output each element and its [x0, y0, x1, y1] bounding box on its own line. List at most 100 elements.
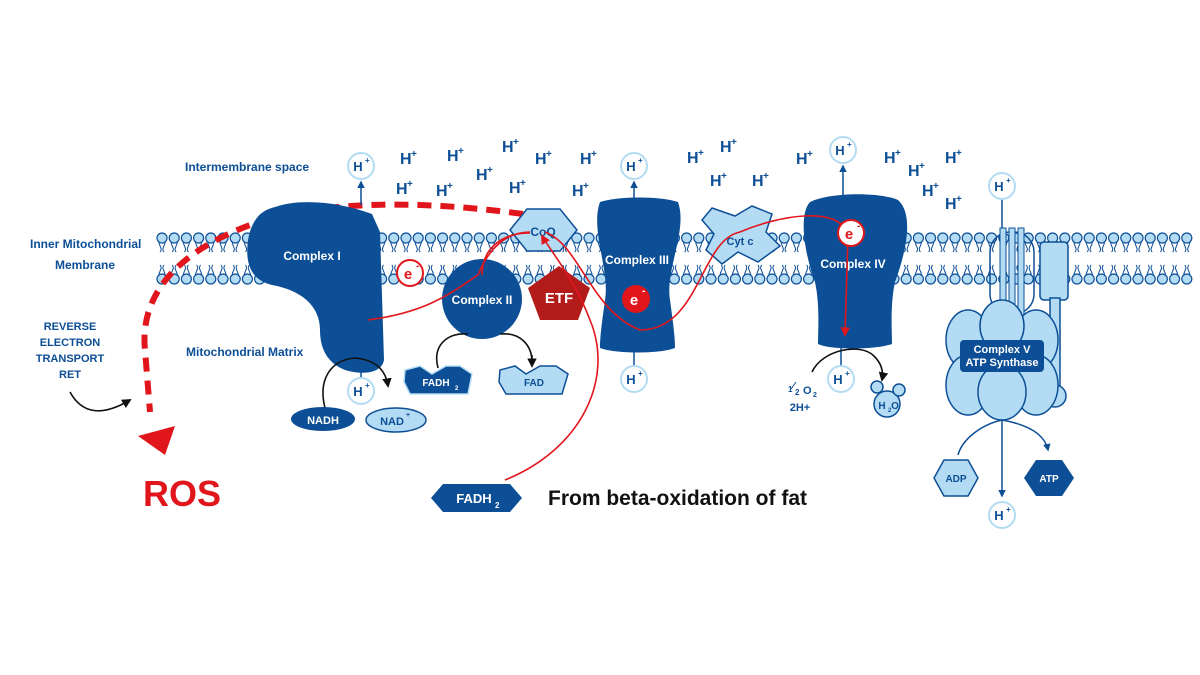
nadh-label: NADH — [307, 415, 339, 427]
proton-charge: + — [513, 137, 519, 148]
lipid-head — [229, 273, 241, 285]
fad-shape — [498, 365, 569, 395]
lipid-head — [193, 273, 205, 285]
lipid-head — [1156, 232, 1169, 244]
proton-label: H — [572, 183, 584, 200]
oxygen-reduction-arrow — [811, 348, 889, 382]
intermembrane-space-label: Intermembrane space — [185, 160, 309, 174]
proton-charge: + — [407, 179, 413, 190]
electron-badge: e - — [396, 259, 424, 287]
lipid-head — [229, 232, 241, 244]
fadh2-shape — [403, 365, 473, 395]
lipid-head — [595, 273, 607, 285]
lipid-head — [790, 273, 803, 285]
adp-label: ADP — [945, 474, 966, 485]
svg-text:+: + — [365, 381, 370, 390]
atp-shape — [1024, 460, 1074, 496]
etf-label: ETF — [545, 290, 573, 307]
proton-charge: + — [698, 148, 704, 159]
lipid-head — [1107, 232, 1120, 244]
proton-label: H — [945, 196, 957, 213]
lipid-head — [912, 273, 925, 285]
svg-text:+: + — [638, 369, 643, 378]
lipid-head — [766, 273, 778, 285]
inner-membrane-label-line2: Membrane — [55, 258, 115, 272]
etf-shape — [528, 266, 590, 320]
lipid-head — [168, 232, 180, 244]
proton-label: H — [884, 150, 896, 167]
lipid-head — [973, 273, 986, 285]
proton-label: H — [908, 163, 920, 180]
fadh2-beta-oxidation-shape — [431, 484, 522, 512]
complex-ii-label: Complex II — [452, 293, 513, 307]
beta-oxidation-label: From beta-oxidation of fat — [548, 487, 807, 510]
svg-text:-: - — [857, 221, 860, 232]
proton-charge: + — [895, 148, 901, 159]
svg-text:+: + — [845, 369, 850, 378]
proton-charge: + — [458, 146, 464, 157]
atp-label: ATP — [1039, 474, 1059, 485]
nad-shape — [365, 407, 427, 433]
nadh-reaction-arrow — [322, 357, 392, 409]
lipid-head — [1144, 273, 1156, 285]
lipid-head — [412, 232, 424, 244]
lipid-head — [180, 232, 192, 244]
lipid-head — [400, 232, 412, 244]
lipid-head — [741, 273, 754, 285]
ros-arrowhead — [138, 426, 175, 455]
svg-text:e: e — [404, 266, 412, 283]
adp-shape — [933, 459, 979, 497]
two-h-label: 2H+ — [790, 402, 811, 414]
lipid-head — [1083, 232, 1095, 244]
proton-charge: + — [956, 194, 962, 205]
proton-matrix-complex-iii: H + — [620, 352, 648, 393]
lipid-head — [778, 232, 790, 244]
proton-charge: + — [807, 149, 813, 160]
lipid-head — [424, 273, 436, 285]
complex-v-label-line2: ATP Synthase — [966, 357, 1039, 369]
svg-text:-: - — [642, 286, 645, 297]
lipid-head — [1132, 232, 1144, 244]
svg-text:2: 2 — [888, 408, 892, 414]
lipid-head — [1168, 232, 1181, 244]
lipid-head — [937, 232, 949, 244]
ret-label-line4: RET — [59, 369, 81, 381]
proton-pump-complex-iv: H + — [829, 136, 857, 196]
lipid-head — [485, 232, 497, 244]
lipid-head — [949, 232, 961, 244]
svg-text:H: H — [878, 401, 885, 412]
proton-pump-complex-iii: H + — [620, 152, 648, 200]
matrix-label: Mitochondrial Matrix — [186, 345, 304, 359]
proton-label: H — [396, 181, 408, 198]
lipid-head — [473, 232, 485, 244]
lipid-head — [729, 273, 742, 285]
fadh2-label: FADH — [422, 378, 449, 389]
lipid-head — [522, 273, 534, 285]
lipid-head — [668, 273, 681, 285]
proton-label: H — [720, 139, 732, 156]
lipid-head — [754, 273, 766, 285]
proton-matrix-complex-i: H + — [347, 368, 375, 405]
proton-label: H — [752, 173, 764, 190]
lipid-head — [241, 273, 253, 285]
lipid-head — [778, 273, 790, 285]
lipid-head — [217, 273, 229, 285]
svg-text:+: + — [365, 156, 370, 165]
svg-text:H: H — [626, 372, 635, 387]
lipid-head — [717, 273, 729, 285]
svg-text:+: + — [847, 140, 852, 149]
complex-i-label: Complex I — [283, 249, 340, 263]
lipid-head — [705, 273, 717, 285]
electron-path-fadh2 — [504, 234, 599, 481]
proton-matrix-complex-iv: H + — [827, 348, 855, 393]
svg-text:+: + — [1006, 505, 1011, 514]
proton-charge: + — [763, 171, 769, 182]
svg-text:2: 2 — [455, 386, 459, 392]
lipid-head — [449, 232, 461, 244]
cytochrome-c-label: Cyt c — [727, 236, 754, 248]
lipid-head — [924, 273, 937, 285]
lipid-head — [900, 273, 912, 285]
lipid-head — [583, 232, 595, 244]
proton-label: H — [687, 150, 699, 167]
nadh-shape — [291, 407, 355, 431]
